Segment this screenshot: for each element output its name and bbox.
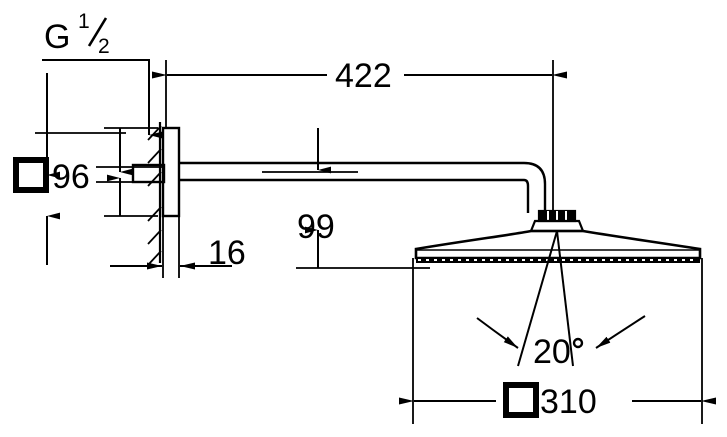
label-g-denominator: 2 — [98, 35, 110, 58]
shower-head-connector — [529, 209, 585, 233]
wall-flange-plate — [161, 126, 181, 218]
dimension-310 — [399, 258, 716, 424]
square-symbol-96 — [13, 157, 49, 193]
fraction-bar — [87, 17, 108, 47]
wall-section — [147, 122, 162, 266]
shower-head — [414, 229, 702, 263]
dimension-99 — [262, 128, 430, 269]
label-g-numerator: 1 — [78, 10, 90, 33]
label-96: 96 — [52, 158, 90, 196]
spray-angle-arrow-right — [595, 315, 646, 349]
square-symbol-310 — [503, 382, 539, 418]
label-99: 99 — [297, 208, 335, 246]
shower-arm — [179, 161, 547, 213]
dimension-16 — [110, 216, 232, 278]
dimension-422 — [152, 60, 567, 213]
degree-symbol — [572, 337, 584, 349]
label-310: 310 — [540, 383, 597, 421]
spray-angle-arrow-left — [476, 317, 519, 349]
label-16: 16 — [208, 234, 246, 272]
dimension-96 — [46, 127, 163, 265]
label-20-degrees: 20 — [533, 333, 571, 371]
label-g-prefix: G — [44, 18, 70, 56]
spray-angle-rays — [517, 230, 574, 367]
label-422: 422 — [335, 57, 392, 95]
